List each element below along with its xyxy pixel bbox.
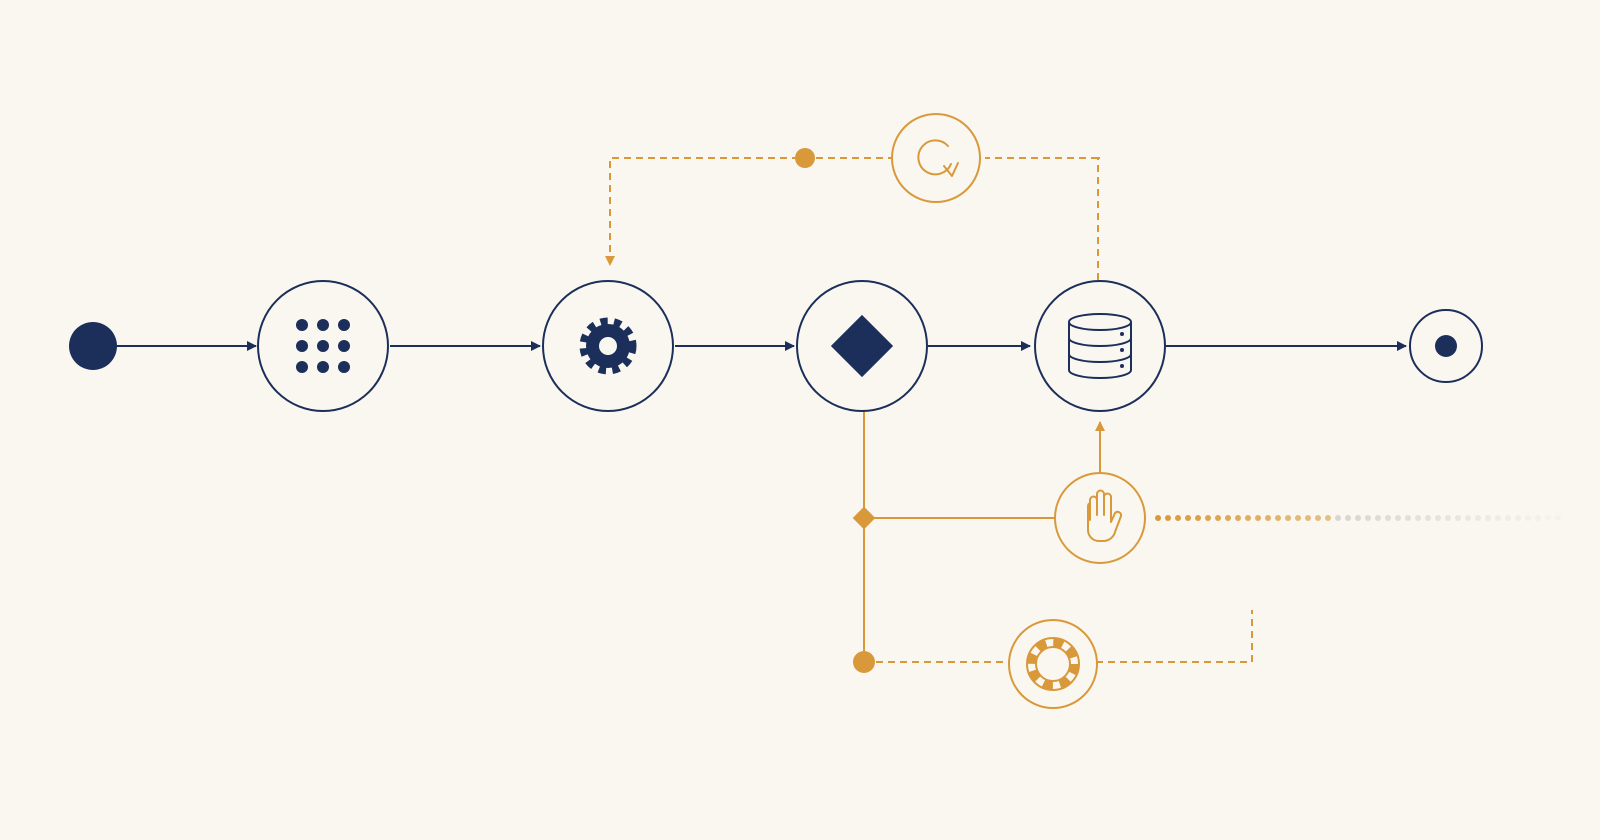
feedback-loop [610,113,1100,280]
trail-dot [1475,515,1481,521]
trail-dot [1375,515,1381,521]
recovery-connector [864,610,1253,663]
trail-dot [1425,515,1431,521]
trail-dot [1295,515,1301,521]
lifebuoy-icon [1026,637,1080,691]
trail-dot [1395,515,1401,521]
trail-dot [1485,515,1491,521]
trail-dot [1465,515,1471,521]
trail-dot [1385,515,1391,521]
trail-dot [1555,515,1561,521]
grid-dot [296,361,308,373]
trail-dot [1185,515,1191,521]
trail-dot [1215,515,1221,521]
trail-dot [1405,515,1411,521]
trail-dot [1285,515,1291,521]
diamond-icon [830,314,894,378]
trail-dot [1355,515,1361,521]
manual-hold-node[interactable] [1054,472,1146,564]
grid-dot [317,319,329,331]
trail-dot [1365,515,1371,521]
trail-dot [1205,515,1211,521]
grid-dot [296,340,308,352]
trail-dot [1325,515,1331,521]
decision-branches [852,410,1561,709]
database-icon [1068,313,1132,379]
grid-dots-icon [296,319,350,373]
trail-dot [1315,515,1321,521]
gear-icon [579,317,637,375]
trail-dot [1455,515,1461,521]
trail-dot [1535,515,1541,521]
start-dot-icon [69,322,117,370]
trail-dot [1235,515,1241,521]
trail-dot [1495,515,1501,521]
trail-dot [1275,515,1281,521]
branch-junction-diamond [852,506,876,530]
feedback-loop-dot [795,148,815,168]
store-node[interactable] [1034,280,1166,412]
collect-node[interactable] [257,280,389,412]
feedback-loop-connector [610,157,1100,280]
recovery-junction-dot [853,651,875,673]
trail-dot [1265,515,1271,521]
trail-dot [1435,515,1441,521]
grid-dot [338,319,350,331]
trail-dot [1515,515,1521,521]
trail-dot [1345,515,1351,521]
trail-dot [1175,515,1181,521]
grid-dot [317,361,329,373]
grid-dot [296,319,308,331]
hand-stop-icon [1087,489,1123,543]
trail-dot [1225,515,1231,521]
trail-dot [1195,515,1201,521]
trail-dot [1165,515,1171,521]
trail-dot [1525,515,1531,521]
refresh-icon [917,139,959,177]
end-dot-icon [1435,335,1457,357]
start-node[interactable] [69,322,117,370]
trail-dot [1545,515,1551,521]
trail-dot [1335,515,1341,521]
trail-dot [1505,515,1511,521]
trail-dot [1445,515,1451,521]
recovery-node[interactable] [1008,619,1098,709]
trail-dot [1255,515,1261,521]
trail-dot [1415,515,1421,521]
decide-node[interactable] [796,280,928,412]
grid-dot [338,340,350,352]
fading-dotted-trail [1155,515,1561,521]
trail-dot [1305,515,1311,521]
end-node[interactable] [1409,309,1483,383]
refresh-node[interactable] [891,113,981,203]
process-node[interactable] [542,280,674,412]
trail-dot [1245,515,1251,521]
trail-dot [1155,515,1161,521]
grid-dot [317,340,329,352]
grid-dot [338,361,350,373]
